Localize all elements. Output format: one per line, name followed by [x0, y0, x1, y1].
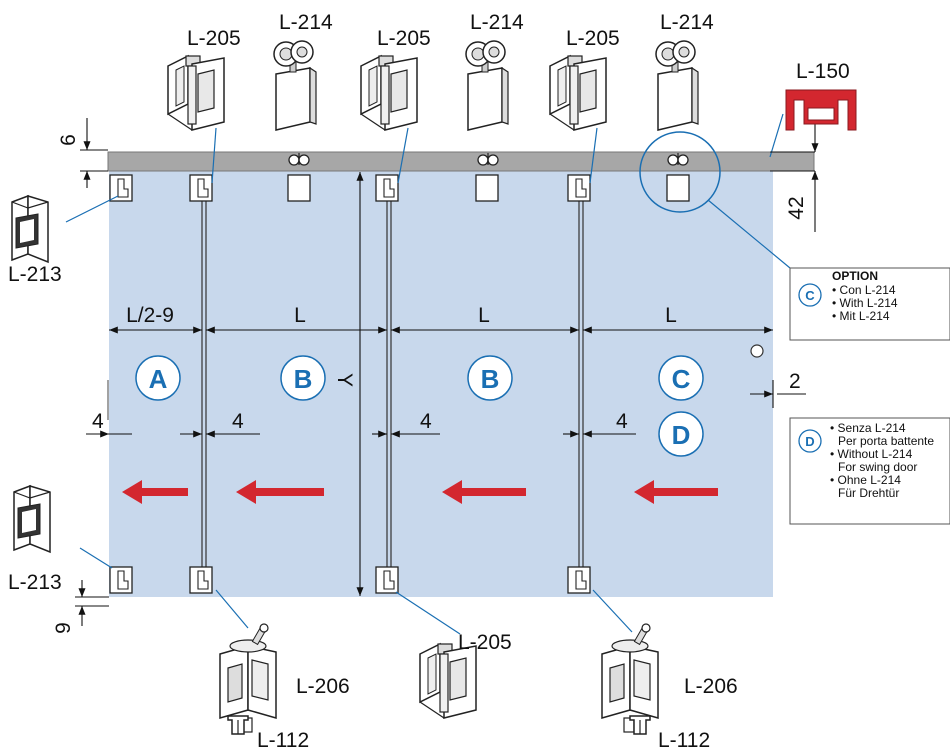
dim-gap-a: 4 [92, 410, 104, 433]
dim-panel-width-3: L [665, 304, 677, 327]
panel-b2-label: B [481, 364, 500, 394]
option-c-box: C OPTION • Con L-214 • With L-214 • Mit … [789, 267, 950, 341]
option-c-line-1: • Con L-214 [832, 283, 896, 297]
dim-panel-width-2: L [478, 304, 490, 327]
panel-seams [201, 178, 584, 575]
label-l112-1: L-112 [257, 729, 309, 752]
label-l112-2: L-112 [658, 729, 710, 752]
sliding-direction-arrows [122, 480, 718, 504]
option-d-line-3: • Without L-214 [830, 447, 913, 461]
label-l213-top: L-213 [8, 263, 62, 286]
option-d-line-4: For swing door [838, 460, 917, 474]
label-l214-2: L-214 [470, 11, 524, 34]
dimension-lines [75, 118, 819, 626]
option-d-line-1: • Senza L-214 [830, 421, 906, 435]
label-l205-3: L-205 [566, 27, 620, 50]
arrow-left-icon [442, 480, 526, 504]
panel-badges: A B B C D [135, 355, 704, 457]
option-c-title: OPTION [832, 269, 878, 283]
rail [107, 151, 815, 172]
option-c-badge: C [805, 288, 815, 303]
option-c-line-2: • With L-214 [832, 296, 898, 310]
option-d-line-2: Per porta battente [838, 434, 934, 448]
option-d-box: D • Senza L-214 Per porta battente • Wit… [789, 417, 950, 525]
panel-c-label: C [672, 364, 691, 394]
arrow-left-icon [236, 480, 324, 504]
label-l205-4: L-205 [458, 631, 512, 654]
label-l150: L-150 [796, 60, 850, 83]
dim-half-width: L/2-9 [126, 304, 174, 327]
panel-a-label: A [149, 364, 168, 394]
dim-gap-c: 4 [420, 410, 432, 433]
option-d-line-5: • Ohne L-214 [830, 473, 901, 487]
label-l214-1: L-214 [279, 11, 333, 34]
profile-l150 [785, 89, 857, 131]
dim-gap-d: 4 [616, 410, 628, 433]
dim-height: Y [333, 373, 356, 387]
leader-lines [65, 113, 784, 635]
dim-top-gap: 6 [57, 134, 80, 146]
option-highlight-circle [639, 131, 721, 213]
dim-panel-width-1: L [294, 304, 306, 327]
label-l205-2: L-205 [377, 27, 431, 50]
part-labels: L-205 L-214 L-205 L-214 L-205 L-214 L-15… [8, 11, 850, 752]
dim-rail-height: 42 [785, 196, 808, 219]
panel-d-label: D [672, 420, 691, 450]
option-d-badge: D [805, 434, 814, 449]
option-d-line-6: Für Drehtür [838, 486, 899, 500]
label-l213-bottom: L-213 [8, 571, 62, 594]
option-c-line-3: • Mit L-214 [832, 309, 890, 323]
dim-bottom-gap: 9 [52, 622, 75, 634]
arrow-left-icon [122, 480, 188, 504]
arrow-left-icon [634, 480, 718, 504]
label-l205-1: L-205 [187, 27, 241, 50]
dim-gap-right: 2 [789, 370, 801, 393]
dimension-labels: 6 42 L/2-9 L L L Y 4 4 4 4 2 9 [52, 134, 808, 634]
lock-hole-icon [750, 344, 764, 358]
label-l206-1: L-206 [296, 675, 350, 698]
label-l206-2: L-206 [684, 675, 738, 698]
panel-b-label: B [294, 364, 313, 394]
label-l214-3: L-214 [660, 11, 714, 34]
dim-gap-b: 4 [232, 410, 244, 433]
